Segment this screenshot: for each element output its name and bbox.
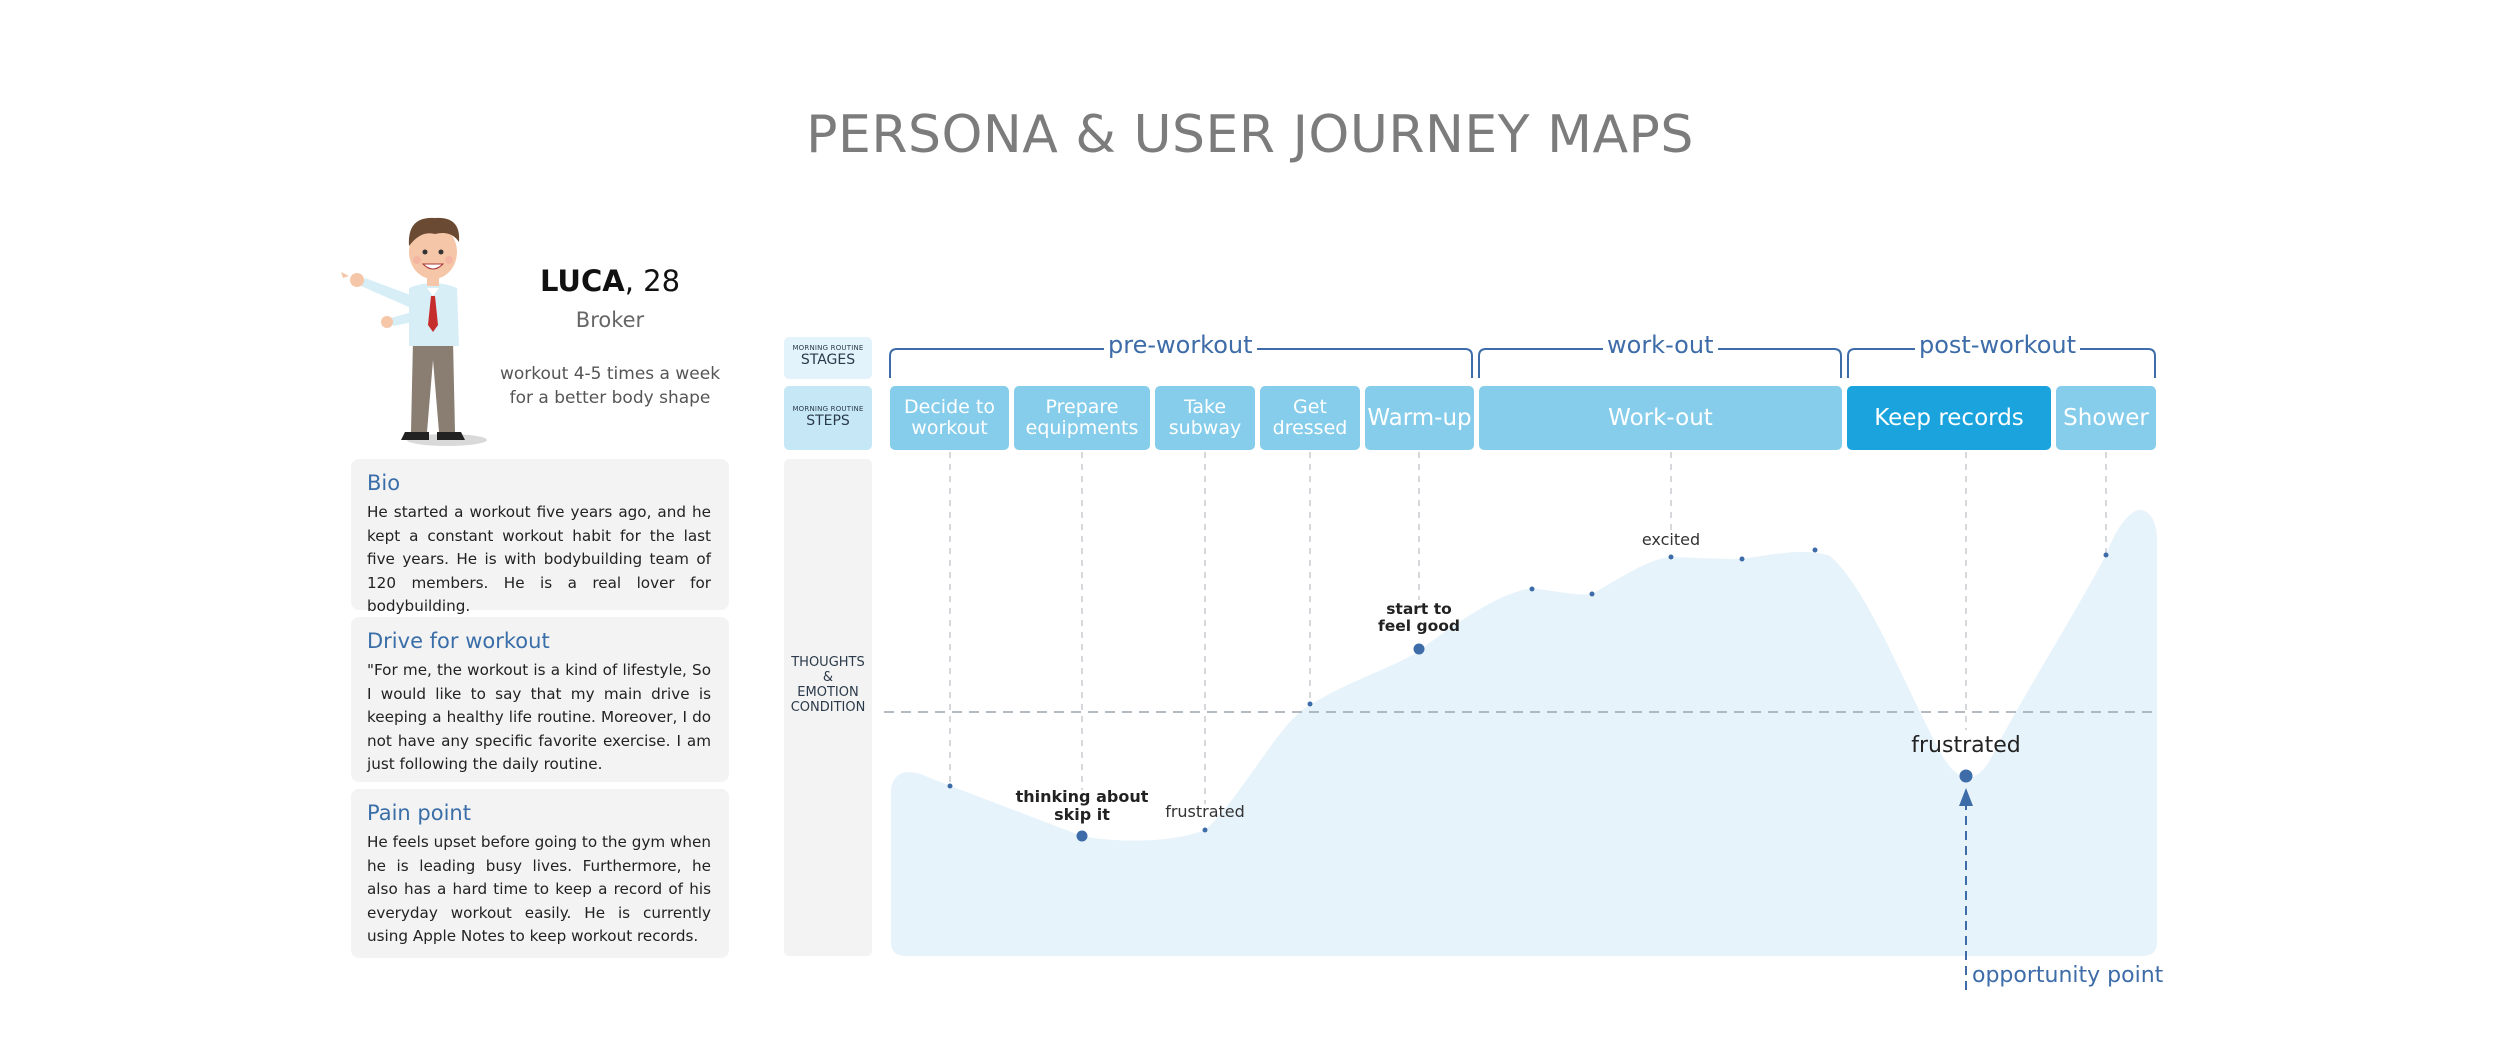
emotion-frustrated-big: frustrated: [1911, 733, 2021, 758]
steps-label: STEPS: [806, 413, 850, 429]
emotion-excited: excited: [1641, 530, 1701, 549]
opportunity-arrow-head: [1959, 788, 1973, 806]
page-title: PERSONA & USER JOURNEY MAPS: [806, 105, 1694, 165]
emotion-label-line: thinking about: [1015, 787, 1149, 806]
emotion-label-line: feel good: [1378, 617, 1460, 635]
persona-name: LUCA, 28: [470, 264, 750, 298]
steps-label-small: MORNING ROUTINE: [792, 405, 864, 413]
emotion-curve-area: [891, 509, 2157, 956]
step-label: workout: [911, 417, 988, 439]
persona-avatar-illustration: [341, 217, 487, 446]
step-warm-up: Warm-up: [1365, 386, 1474, 450]
bio-heading: Bio: [367, 471, 401, 495]
pain-point-heading: Pain point: [367, 801, 471, 825]
stage-pre-workout: pre-workout: [1104, 331, 1257, 359]
drive-card: Drive for workout "For me, the workout i…: [351, 617, 729, 782]
stages-label: STAGES: [800, 352, 856, 368]
step-label: Get: [1293, 396, 1327, 418]
bio-card: Bio He started a workout five years ago,…: [351, 459, 729, 615]
pain-point-card: Pain point He feels upset before going t…: [351, 789, 729, 958]
emotion-points: [947, 547, 2109, 842]
step-label: equipments: [1025, 417, 1139, 439]
step-work-out: Work-out: [1479, 386, 1842, 450]
emotion-label-line: skip it: [1054, 805, 1110, 824]
thoughts-label-line: THOUGHTS: [791, 655, 865, 670]
step-shower: Shower: [2056, 386, 2156, 450]
step-guides: [949, 452, 2107, 804]
stages-row-label: MORNING ROUTINE STAGES: [784, 337, 872, 379]
persona-role: Broker: [575, 308, 645, 332]
emotion-label-line: start to: [1386, 600, 1452, 618]
step-label: subway: [1168, 417, 1242, 439]
persona-goal-line: workout 4-5 times a week: [499, 364, 721, 384]
thoughts-label-line: EMOTION: [797, 685, 859, 700]
step-keep-records: Keep records: [1847, 386, 2051, 450]
persona-first-name: LUCA: [539, 264, 625, 298]
emotion-skip-label: thinking about skip it: [1012, 788, 1152, 824]
stage-work-out: work-out: [1603, 331, 1718, 359]
bio-text: He started a workout five years ago, and…: [367, 503, 711, 615]
opportunity-point-label: opportunity point: [1972, 963, 2164, 988]
steps-row-label: MORNING ROUTINE STEPS: [784, 386, 872, 450]
step-label: Decide to: [904, 396, 995, 418]
thoughts-row-label: THOUGHTS & EMOTION CONDITION: [784, 459, 872, 956]
step-label: Prepare: [1045, 396, 1119, 418]
emotion-feel-good-label: start to feel good: [1360, 601, 1478, 635]
thoughts-label-line: &: [822, 670, 834, 685]
emotion-frustrated-small: frustrated: [1165, 802, 1245, 821]
stages-label-small: MORNING ROUTINE: [792, 344, 864, 352]
drive-text: "For me, the workout is a kind of lifest…: [367, 661, 711, 773]
stage-post-workout: post-workout: [1915, 331, 2081, 359]
persona-age: , 28: [624, 264, 681, 298]
thoughts-label-line: CONDITION: [790, 700, 866, 715]
persona-goal: workout 4-5 times a week for a better bo…: [480, 362, 740, 410]
pain-point-text: He feels upset before going to the gym w…: [367, 833, 711, 945]
drive-heading: Drive for workout: [367, 629, 550, 653]
step-label: dressed: [1272, 417, 1348, 439]
persona-goal-line: for a better body shape: [509, 388, 711, 408]
step-label: Take: [1183, 396, 1227, 418]
